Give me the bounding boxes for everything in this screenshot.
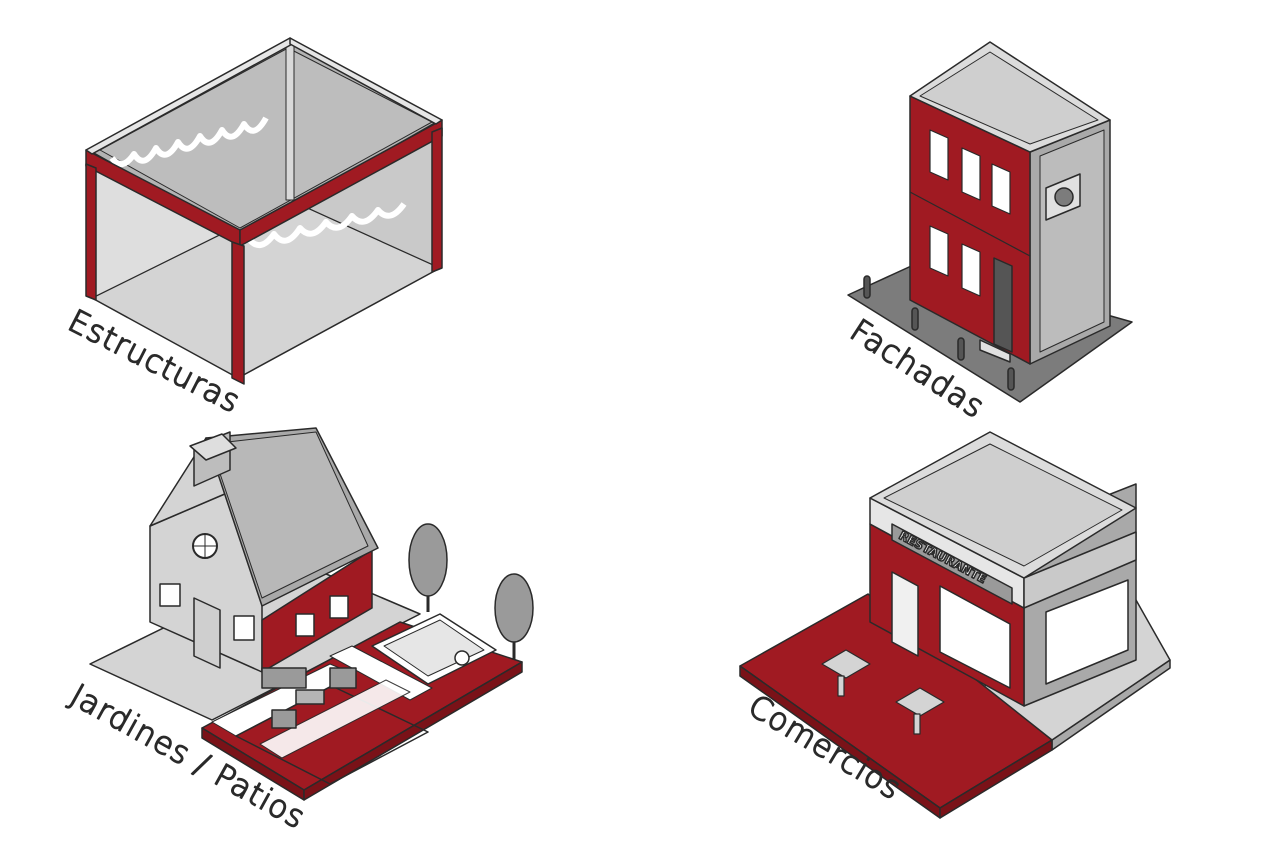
tree-icon (494, 573, 534, 660)
pergola-illustration (85, 37, 443, 385)
facade-building-illustration (847, 41, 1133, 403)
pergola-post-left (85, 163, 97, 301)
tree-icon (408, 523, 448, 612)
pergola-post-right (431, 127, 443, 273)
pergola-post-front (231, 241, 245, 385)
facade-door (993, 257, 1013, 353)
garden-house-illustration (89, 427, 534, 801)
restaurant-illustration: RESTAURANTE (739, 431, 1171, 819)
